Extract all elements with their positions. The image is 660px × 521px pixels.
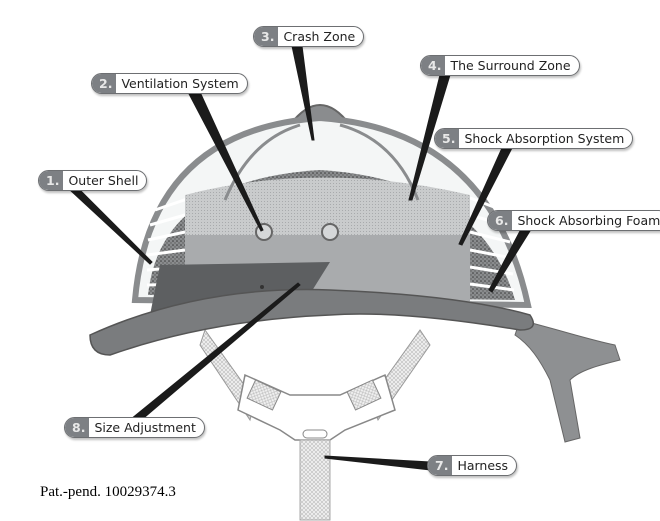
callout-harness: 7. Harness: [427, 455, 518, 476]
callout-number: 2.: [92, 74, 117, 93]
callout-text: Outer Shell: [68, 173, 139, 188]
callout-number: 6.: [488, 211, 513, 230]
patent-notice: Pat.-pend. 10029374.3: [40, 484, 176, 500]
callout-ventilation-system: 2. Ventilation System: [91, 73, 248, 94]
callout-size-adjustment: 8. Size Adjustment: [64, 417, 205, 438]
callout-text: Size Adjustment: [94, 420, 196, 435]
callout-text: Harness: [457, 458, 509, 473]
callout-text: Crash Zone: [283, 29, 356, 44]
callout-number: 1.: [39, 171, 64, 190]
callout-text: The Surround Zone: [450, 58, 571, 73]
harness-straps: [199, 328, 431, 521]
callout-text: Shock Absorbing Foam: [517, 213, 660, 228]
callout-text: Ventilation System: [121, 76, 239, 91]
callout-text: Shock Absorption System: [464, 131, 625, 146]
callout-outer-shell: 1. Outer Shell: [38, 170, 148, 191]
callout-surround-zone: 4. The Surround Zone: [420, 55, 580, 76]
callout-number: 5.: [435, 129, 460, 148]
callout-number: 7.: [428, 456, 453, 475]
leader-lines: [68, 45, 531, 471]
callout-number: 8.: [65, 418, 90, 437]
callout-number: 3.: [254, 27, 279, 46]
vent-holes: [255, 223, 339, 241]
callout-shock-absorption-system: 5. Shock Absorption System: [434, 128, 634, 149]
callout-number: 4.: [421, 56, 446, 75]
callout-shock-absorbing-foam: 6. Shock Absorbing Foam: [487, 210, 660, 231]
callout-crash-zone: 3. Crash Zone: [253, 26, 365, 47]
